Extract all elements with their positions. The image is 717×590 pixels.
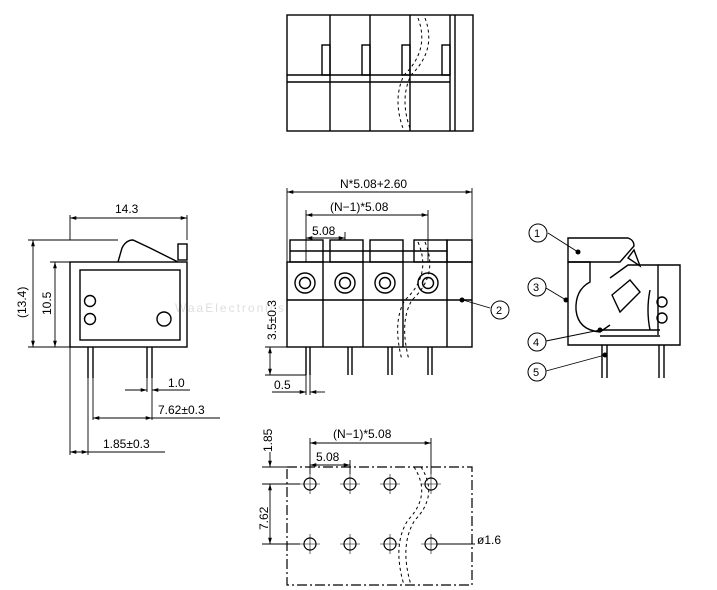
section-view <box>567 237 681 378</box>
top-view <box>286 14 474 132</box>
dim-edge-offset: 1.85 <box>261 428 275 452</box>
dim-height-body: 10.5 <box>40 291 54 315</box>
pcb-hole-centerlines <box>300 474 441 554</box>
dim-hole-row-spacing: 7.62 <box>257 506 271 530</box>
callout-5: 5 <box>527 362 547 382</box>
dim-hole-diameter: ø1.6 <box>477 533 501 547</box>
callout-4: 4 <box>527 332 547 352</box>
dim-pin-thickness: 1.0 <box>168 376 185 390</box>
dim-pin-row-spacing: 7.62±0.3 <box>158 403 205 417</box>
svg-text:2: 2 <box>496 305 502 317</box>
svg-text:1: 1 <box>534 228 540 240</box>
front-view-dimensions <box>265 188 491 395</box>
dim-width: 14.3 <box>115 202 139 216</box>
pcb-dimensions <box>262 438 475 545</box>
callout-2-dot <box>459 297 465 303</box>
dim-height-total: (13.4) <box>15 287 29 318</box>
side-view <box>69 239 188 378</box>
watermark: WaaElectronics <box>175 301 286 315</box>
dim-pin-height: 3.5±0.3 <box>265 300 279 340</box>
dim-pitch-formula: (N−1)*5.08 <box>330 200 389 214</box>
svg-text:5: 5 <box>533 367 539 379</box>
svg-text:4: 4 <box>533 337 539 349</box>
front-view <box>286 239 473 375</box>
pcb-footprint <box>286 466 473 586</box>
dim-pin-width: 0.5 <box>274 378 291 392</box>
callout-leaders <box>545 232 606 372</box>
dim-pcb-pitch: 5.08 <box>316 450 340 464</box>
dim-total-length: N*5.08+2.60 <box>340 177 407 191</box>
pcb-holes <box>303 477 438 551</box>
callout-3: 3 <box>527 277 547 297</box>
dim-pitch: 5.08 <box>312 224 336 238</box>
dim-pin-offset: 1.85±0.3 <box>103 437 150 451</box>
callout-2: 2 <box>490 300 510 320</box>
callout-1: 1 <box>528 223 548 243</box>
svg-text:3: 3 <box>533 282 539 294</box>
dim-pcb-pitch-formula: (N−1)*5.08 <box>333 427 392 441</box>
side-view-dimensions <box>28 215 220 455</box>
